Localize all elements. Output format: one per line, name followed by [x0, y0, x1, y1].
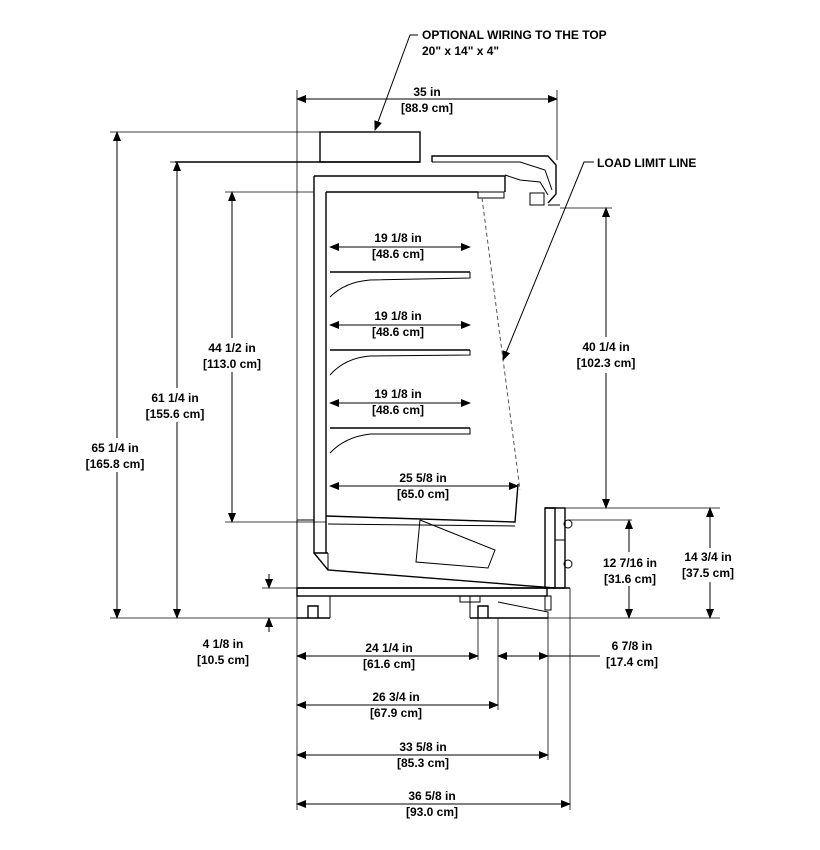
dim-depth-33-in: 33 5/8 in	[399, 740, 446, 754]
dim-depth-36-cm: [93.0 cm]	[406, 805, 458, 819]
dim-deck-in: 25 5/8 in	[399, 471, 446, 485]
case-body	[175, 131, 573, 619]
dim-height-44-cm: [113.0 cm]	[203, 357, 261, 371]
load-limit-callout: LOAD LIMIT LINE	[597, 156, 696, 170]
labels: OPTIONAL WIRING TO THE TOP 20" x 14" x 4…	[86, 28, 734, 819]
dim-deck-cm: [65.0 cm]	[397, 487, 449, 501]
dim-depth-36-in: 36 5/8 in	[408, 789, 455, 803]
dim-shelf-2-cm: [48.6 cm]	[372, 325, 424, 339]
dim-height-40-in: 40 1/4 in	[582, 340, 629, 354]
dim-foot-24-cm: [61.6 cm]	[363, 657, 415, 671]
dim-foot-26-in: 26 3/4 in	[372, 690, 419, 704]
dim-front-6-cm: [17.4 cm]	[606, 655, 658, 669]
load-limit-line	[481, 197, 521, 491]
dim-height-14-in: 14 3/4 in	[684, 550, 731, 564]
dim-shelf-3-in: 19 1/8 in	[374, 387, 421, 401]
dim-base-4-cm: [10.5 cm]	[197, 653, 249, 667]
dim-shelf-1-cm: [48.6 cm]	[372, 247, 424, 261]
shelf-1	[329, 271, 471, 298]
wiring-callout-title: OPTIONAL WIRING TO THE TOP	[422, 28, 607, 42]
dim-height-61-cm: [155.6 cm]	[146, 407, 205, 421]
dim-height-61-in: 61 1/4 in	[151, 391, 198, 405]
extension-lines	[110, 90, 720, 810]
dim-foot-24-in: 24 1/4 in	[365, 641, 412, 655]
dim-height-65-cm: [165.8 cm]	[86, 457, 145, 471]
dim-top-width-in: 35 in	[413, 85, 440, 99]
wiring-leader	[374, 34, 418, 131]
dim-top-width-cm: [88.9 cm]	[401, 101, 453, 115]
dim-height-12-in: 12 7/16 in	[603, 556, 657, 570]
shelf-3	[329, 427, 471, 454]
dim-shelf-2-in: 19 1/8 in	[374, 309, 421, 323]
dim-shelf-3-cm: [48.6 cm]	[372, 403, 424, 417]
dim-foot-26-cm: [67.9 cm]	[370, 706, 422, 720]
dim-shelf-1-in: 19 1/8 in	[374, 231, 421, 245]
wiring-callout-size: 20" x 14" x 4"	[422, 44, 499, 58]
shelf-2	[329, 349, 471, 376]
dim-front-6-in: 6 7/8 in	[612, 639, 653, 653]
dim-height-65-in: 65 1/4 in	[91, 441, 138, 455]
dim-height-14-cm: [37.5 cm]	[682, 566, 734, 580]
dim-height-40-cm: [102.3 cm]	[577, 356, 636, 370]
dimension-lines	[113, 34, 714, 808]
dim-height-12-cm: [31.6 cm]	[604, 572, 656, 586]
dim-base-4-in: 4 1/8 in	[203, 637, 244, 651]
dim-depth-33-cm: [85.3 cm]	[397, 756, 449, 770]
load-limit-leader	[502, 161, 594, 361]
wiring-box	[319, 131, 421, 163]
dim-height-44-in: 44 1/2 in	[208, 341, 255, 355]
